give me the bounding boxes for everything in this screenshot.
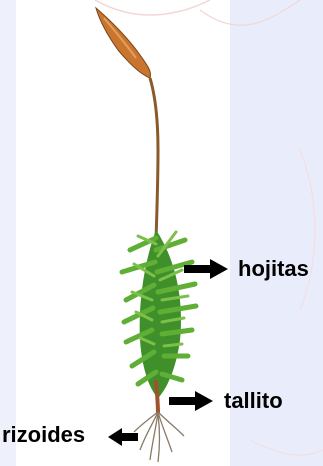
- arrow-right-icon: [169, 391, 213, 411]
- arrow-left-icon: [108, 428, 138, 446]
- seta-stalk: [150, 78, 158, 240]
- label-rizoides: rizoides: [2, 424, 85, 446]
- capsule: [96, 8, 151, 78]
- leafy-shoot: [122, 230, 196, 398]
- lower-stem: [156, 380, 158, 414]
- arrow-right-icon: [184, 259, 228, 279]
- label-tallito: tallito: [224, 390, 283, 412]
- label-hojitas: hojitas: [238, 258, 309, 280]
- rhizoids: [134, 412, 184, 462]
